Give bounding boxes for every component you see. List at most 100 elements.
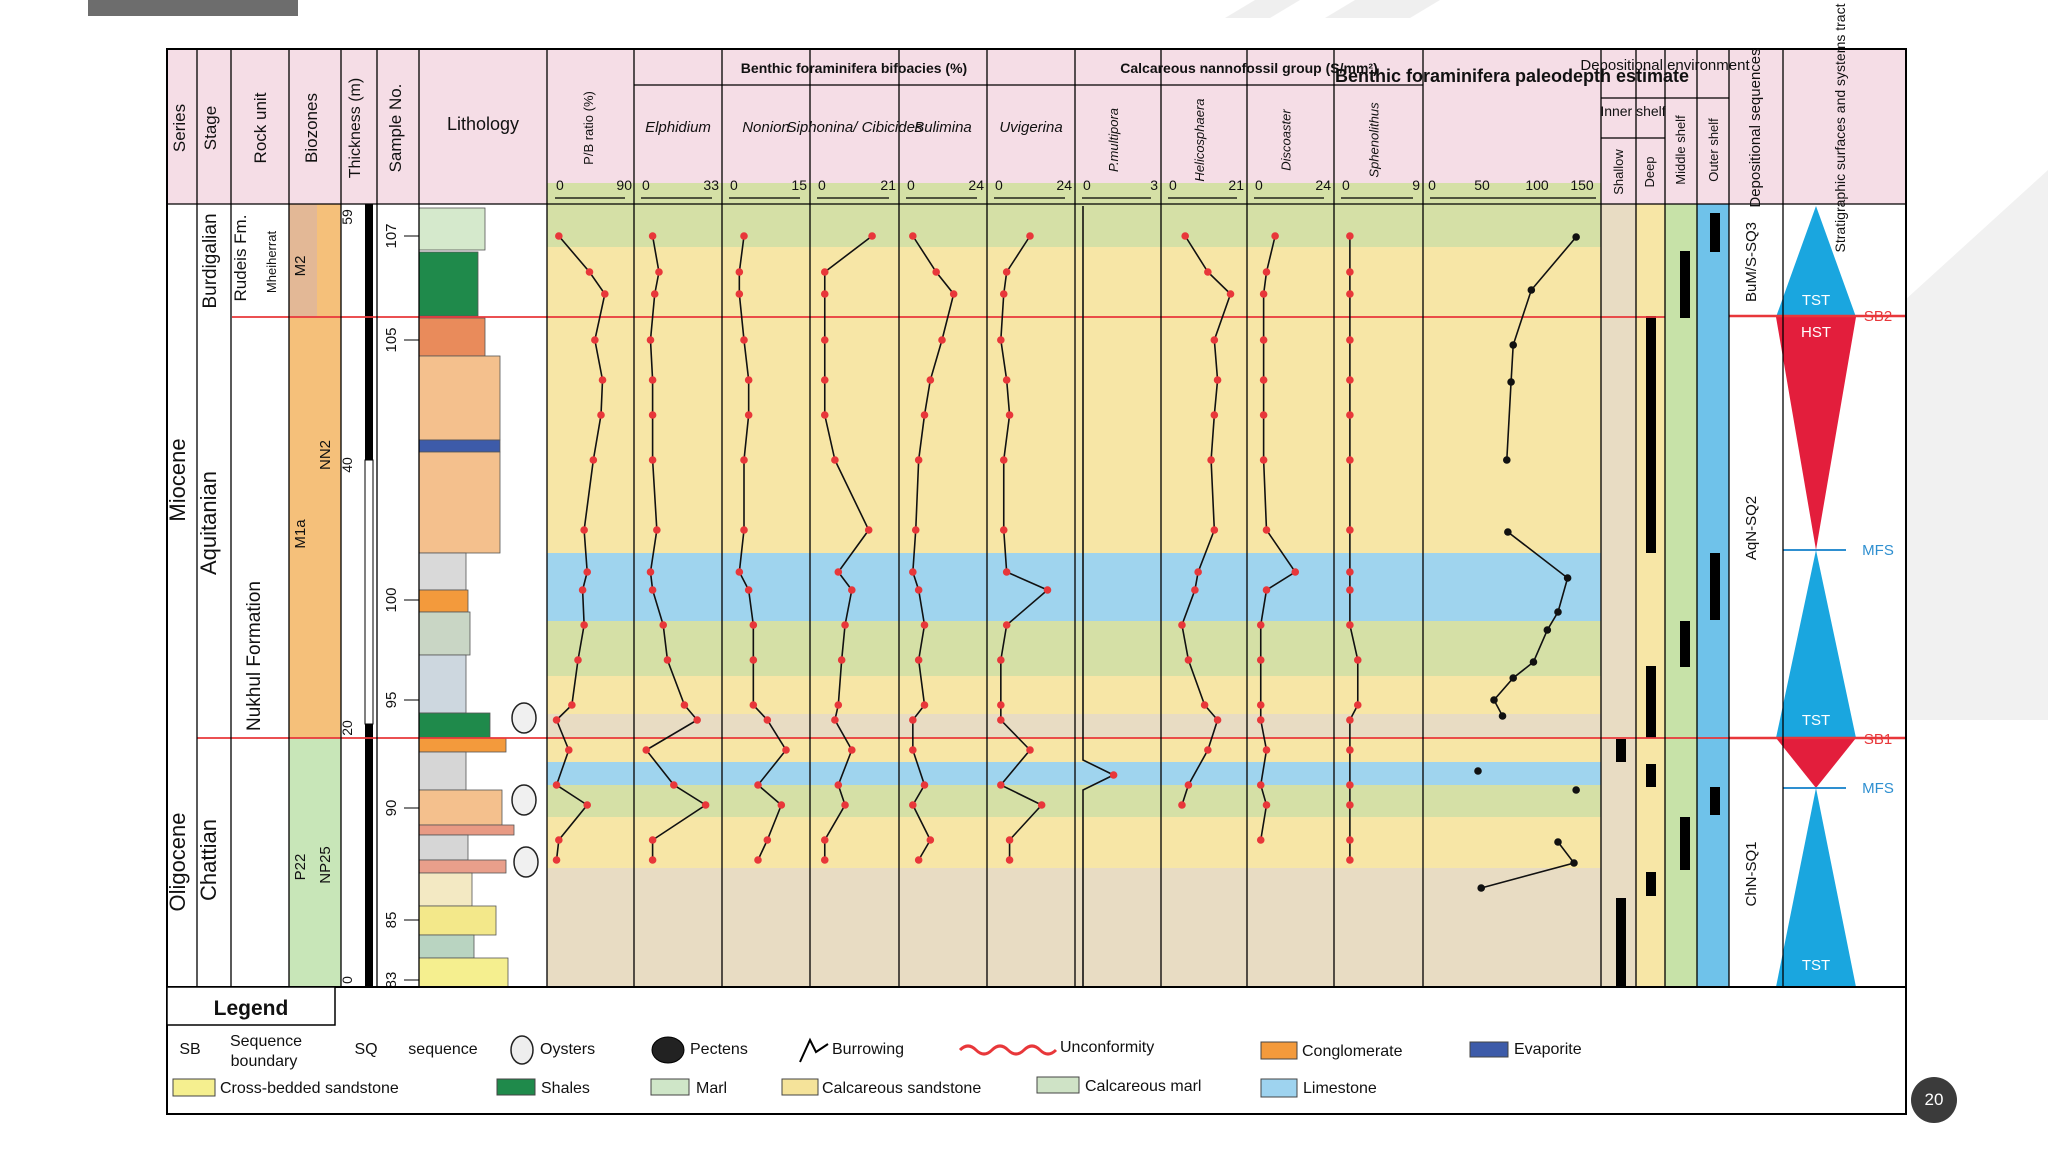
sphenolithus-curve-point <box>1346 526 1354 534</box>
legend-item-label: sequence <box>408 1041 477 1058</box>
siphonina-curve-point <box>820 268 829 276</box>
header-taxon: Helicosphaera <box>1192 98 1207 181</box>
oyster-icon <box>511 702 537 734</box>
siphonina-curve-point <box>841 621 849 629</box>
discoaster-curve-point <box>1256 621 1265 629</box>
stage-label: Aquitanian <box>196 471 221 575</box>
biozone-p22-fill <box>289 738 317 987</box>
environment-marker <box>1680 251 1690 318</box>
stage-label: Burdigalian <box>200 213 221 308</box>
sphenolithus-curve-point <box>1353 656 1362 664</box>
nonion-curve-point <box>744 586 753 594</box>
depth-band-tan <box>547 714 1601 737</box>
taxon-axis-tick: 24 <box>1056 177 1072 193</box>
elphidium-curve-point <box>648 836 657 844</box>
header-background <box>167 49 1906 204</box>
paleodepth-axis-tick: 100 <box>1525 177 1549 193</box>
uvigerina-curve-point <box>997 781 1005 789</box>
pb-ratio-curve-point <box>552 856 561 864</box>
depth-band-yellow <box>547 316 1601 553</box>
systems-tract-label: HST <box>1801 324 1831 341</box>
taxon-axis-tick: 0 <box>1169 177 1177 193</box>
depth-band-yellow <box>547 676 1601 714</box>
legend-item-label: Oysters <box>540 1041 595 1058</box>
header-rock-unit: Rock unit <box>251 92 270 163</box>
evaporite-icon <box>1469 1041 1509 1058</box>
limestone-icon <box>1260 1078 1298 1098</box>
lithology-bed <box>418 751 467 791</box>
sphenolithus-curve-point <box>1346 746 1354 754</box>
legend-item-label: Marl <box>696 1080 727 1097</box>
sphenolithus-curve-point <box>1346 836 1354 844</box>
biozone-m2-fill <box>289 204 317 317</box>
lithology-bed <box>418 824 515 836</box>
taxon-axis-tick: 15 <box>791 177 807 193</box>
elphidium-curve-point <box>648 456 657 464</box>
uvigerina-curve-point <box>997 656 1005 664</box>
strat-columns-background <box>167 204 377 987</box>
environment-marker <box>1710 553 1720 620</box>
oysters-icon <box>510 1035 534 1065</box>
environment-marker <box>1646 764 1656 787</box>
discoaster-curve-point <box>1259 456 1268 464</box>
uvigerina-curve-point <box>999 526 1008 534</box>
helicosphaera-curve-point <box>1213 376 1222 384</box>
uvigerina-curve-point <box>1043 586 1052 594</box>
nonion-curve-point <box>740 456 748 464</box>
bulimina-curve-point <box>949 290 958 298</box>
calcareous-sandstone-icon <box>781 1078 819 1096</box>
thickness-bar-middle <box>364 459 374 725</box>
pb-ratio-curve-point <box>591 336 599 344</box>
header-sample-no: Sample No. <box>386 84 405 173</box>
biozone-m1a-fill <box>289 317 317 738</box>
rock-unit-label: Mheiherrat <box>264 231 279 294</box>
header-taxon: Uvigerina <box>999 119 1062 136</box>
thickness-tick: 40 <box>339 457 355 473</box>
discoaster-curve-point <box>1262 526 1271 534</box>
sphenolithus-curve-point <box>1346 268 1354 276</box>
sphenolithus-curve-point <box>1346 621 1354 629</box>
stage-label: Chattian <box>196 819 221 901</box>
burrowing-icon <box>799 1037 829 1063</box>
siphonina-curve-point <box>831 456 839 464</box>
header-taxon: Nonion <box>742 119 790 136</box>
uvigerina-curve-point <box>997 701 1005 709</box>
legend-item-label: Calcareous marl <box>1085 1078 1201 1095</box>
siphonina-curve-point <box>848 746 856 754</box>
taxon-axis-tick: 0 <box>730 177 738 193</box>
pb-band-green <box>547 785 634 817</box>
elphidium-curve-point <box>648 586 657 594</box>
paleodepth-curve-point <box>1474 767 1482 775</box>
header-nanno-group: Calcareous nannofossil group (S/mm²) <box>1120 60 1377 76</box>
helicosphaera-curve-point <box>1178 801 1186 809</box>
uvigerina-curve-point <box>1026 232 1034 240</box>
header-benthic-group: Benthic foraminifera bifoacies (%) <box>741 60 967 76</box>
uvigerina-curve-point <box>999 290 1008 298</box>
legend-item-label: Limestone <box>1303 1080 1377 1097</box>
header-taxon: Bulimina <box>914 119 972 136</box>
header-taxon: Sphenolithus <box>1367 102 1382 178</box>
sphenolithus-curve-point <box>1346 411 1354 419</box>
depth-band-blue <box>547 553 1601 621</box>
pb-ratio-curve-point <box>555 836 563 844</box>
elphidium-curve-point <box>648 411 657 419</box>
paleodepth-curve-point <box>1527 286 1536 294</box>
header-taxon: Siphonina/ Cibicides <box>787 119 923 136</box>
sphenolithus-curve-point <box>1346 781 1354 789</box>
helicosphaera-curve-point <box>1204 746 1212 754</box>
header-stage: Stage <box>201 106 220 150</box>
legend-title-box <box>166 986 336 1026</box>
elphidium-curve-point <box>655 268 663 276</box>
lithology-bed <box>418 439 501 453</box>
biozone-label: P22 <box>292 854 309 881</box>
header-inner-shelf: Inner shelf <box>1600 103 1665 119</box>
paleodepth-axis-tick: 150 <box>1570 177 1594 193</box>
legend-item-label: Sequence <box>230 1033 302 1050</box>
nonion-curve-point <box>749 656 758 664</box>
nonion-curve-point <box>735 268 744 276</box>
shales-icon <box>496 1078 536 1096</box>
lithology-bed <box>418 251 479 317</box>
pb-band-tan <box>547 714 634 737</box>
bulimina-curve-point <box>909 568 917 576</box>
